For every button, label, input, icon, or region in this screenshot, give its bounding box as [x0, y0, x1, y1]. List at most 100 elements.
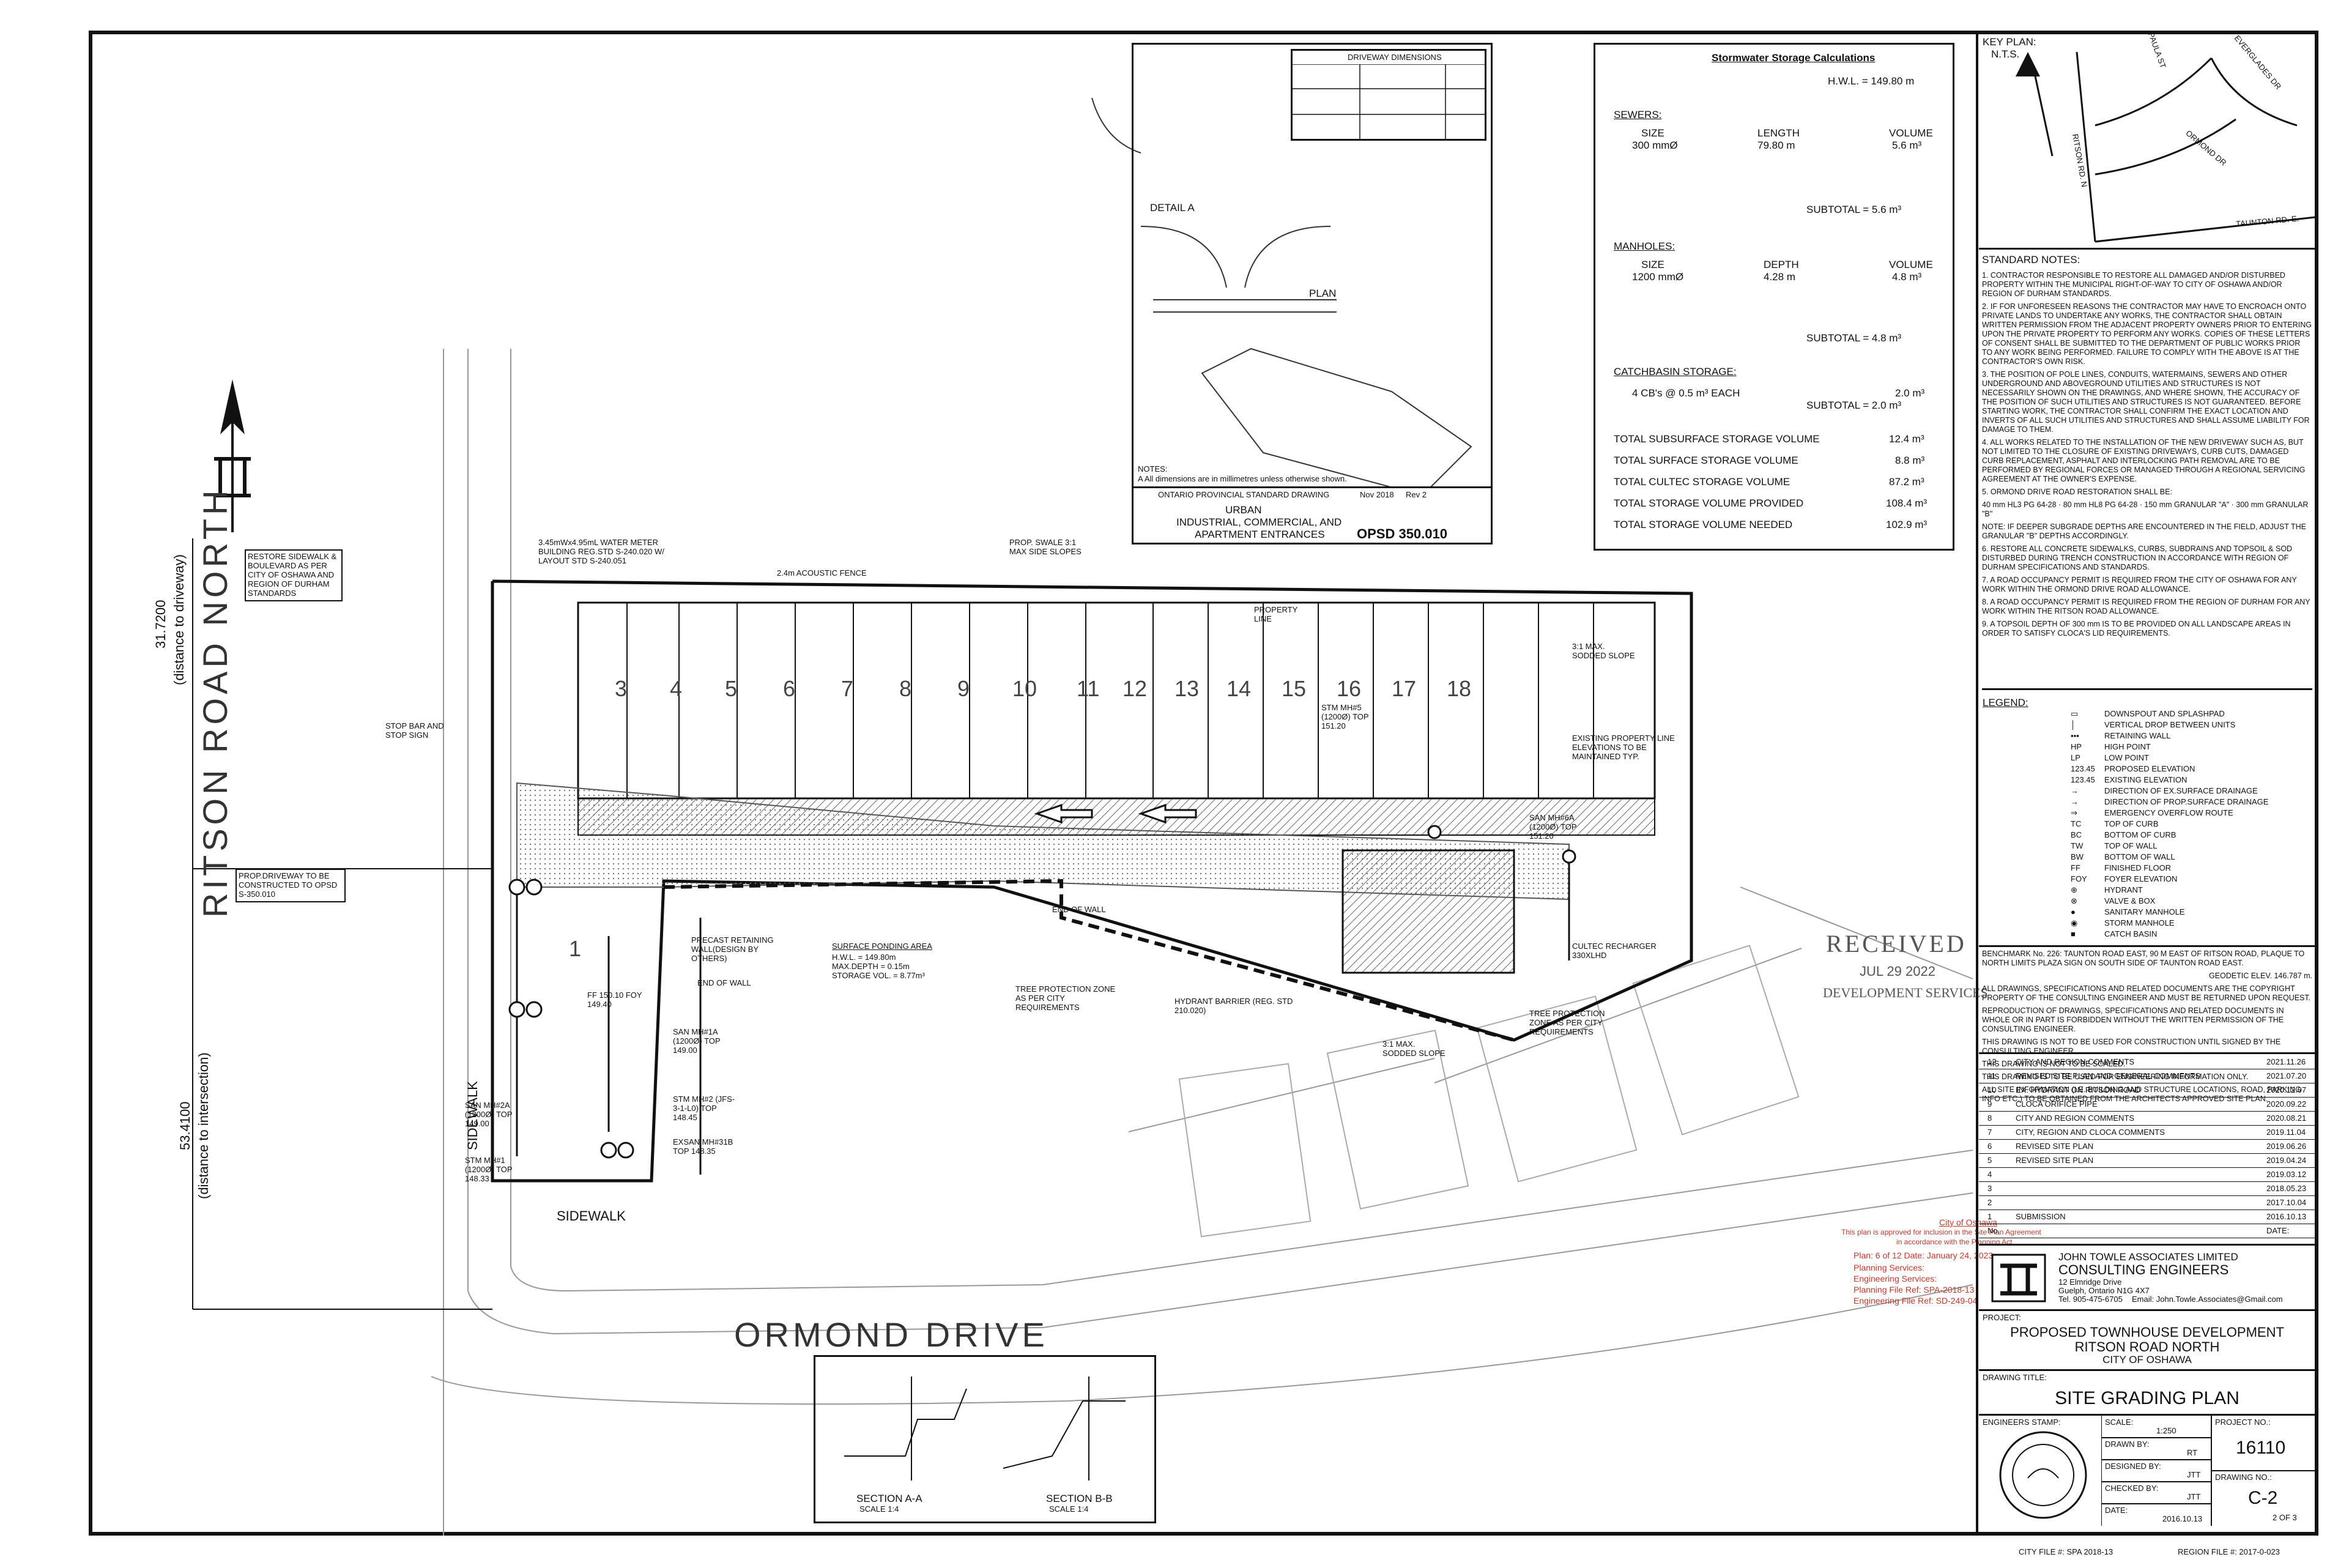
approval-city: City of Oshawa: [1939, 1217, 1997, 1227]
driveway-table-grid: [1293, 64, 1486, 140]
catchbasin-subtotal: SUBTOTAL = 2.0 m³: [1806, 399, 1902, 411]
legend-item: ■CATCH BASIN: [2071, 929, 2158, 938]
firm-block: JOHN TOWLE ASSOCIATES LIMITED CONSULTING…: [1979, 1245, 2315, 1311]
approval-line1: This plan is approved for inclusion in t…: [1841, 1228, 2041, 1236]
manholes-label: MANHOLES:: [1614, 240, 1675, 252]
north-arrow-icon: [214, 379, 251, 532]
end-of-wall-note: END OF WALL: [697, 978, 751, 987]
drawn-by-label: DRAWN BY:: [2105, 1440, 2150, 1449]
engineer-seal-icon: [1999, 1431, 2087, 1519]
sewers-volume: 5.6 m³: [1892, 139, 1922, 151]
approval-engineering-services: Engineering Services:: [1854, 1274, 1937, 1284]
drawing-title: SITE GRADING PLAN: [2055, 1388, 2240, 1408]
legend-item: →DIRECTION OF PROP.SURFACE DRAINAGE: [2071, 797, 2269, 806]
drawn-by-value: RT: [2187, 1448, 2198, 1457]
distance-driveway-note: (distance to driveway): [171, 554, 187, 685]
drawing-no-label: DRAWING NO.:: [2215, 1473, 2272, 1482]
ponding-area-detail: H.W.L. = 149.80m MAX.DEPTH = 0.15m STORA…: [832, 953, 925, 980]
total-label: TOTAL STORAGE VOLUME NEEDED: [1614, 519, 1793, 530]
catchbasin-value: 2.0 m³: [1895, 387, 1925, 399]
unit-number: 7: [841, 676, 854, 701]
stop-bar-note: STOP BAR AND STOP SIGN: [385, 721, 444, 740]
approval-planning-services: Planning Services:: [1854, 1263, 1924, 1273]
unit1-floor-elev: FF 150.10 FOY 149.40: [587, 990, 642, 1009]
distance-driveway-value: 31.7200: [153, 600, 168, 648]
total-value: 102.9 m³: [1886, 519, 1928, 530]
sewers-subtotal: SUBTOTAL = 5.6 m³: [1806, 204, 1902, 215]
standard-note: 3. THE POSITION OF POLE LINES, CONDUITS,…: [1982, 370, 2310, 434]
opsd-title-1: URBAN: [1225, 504, 1262, 516]
manholes-col-size: SIZE: [1641, 259, 1664, 270]
catchbasin-row: 4 CB's @ 0.5 m³ EACH: [1632, 387, 1740, 399]
opsd-title-3: APARTMENT ENTRANCES: [1195, 529, 1325, 540]
standard-note: 8. A ROAD OCCUPANCY PERMIT IS REQUIRED F…: [1982, 598, 2310, 615]
standard-note: 9. A TOPSOIL DEPTH OF 300 mm IS TO BE PR…: [1982, 620, 2291, 637]
standard-note: 4. ALL WORKS RELATED TO THE INSTALLATION…: [1982, 438, 2306, 483]
footer-region-file: REGION FILE #: 2017-0-023: [2178, 1547, 2280, 1556]
key-plan-title: KEY PLAN:: [1983, 36, 2036, 48]
legend-item: →DIRECTION OF EX.SURFACE DRAINAGE: [2071, 786, 2258, 795]
standard-note: 7. A ROAD OCCUPANCY PERMIT IS REQUIRED F…: [1982, 576, 2297, 593]
drawing-no-value: C-2: [2248, 1488, 2278, 1508]
unit-number: 15: [1282, 676, 1307, 701]
sewers-col-size: SIZE: [1641, 127, 1664, 139]
restore-sidewalk-note: RESTORE SIDEWALK & BOULEVARD AS PER CITY…: [245, 549, 343, 601]
unit-number: 13: [1174, 676, 1200, 701]
opsd-note-a: A All dimensions are in millimetres unle…: [1138, 474, 1347, 483]
approval-planning-file: Planning File Ref: SPA-2018-13: [1854, 1285, 1975, 1295]
exsan-mh-label: EXSAN MH#31B TOP 148.35: [673, 1137, 733, 1156]
sewers-col-volume: VOLUME: [1889, 127, 1933, 139]
total-label: TOTAL SURFACE STORAGE VOLUME: [1614, 455, 1798, 466]
firm-subtitle: CONSULTING ENGINEERS: [2058, 1262, 2229, 1277]
firm-phone: Tel. 905-475-6705: [2058, 1295, 2123, 1304]
project-no-label: PROJECT NO.:: [2215, 1418, 2271, 1427]
tree-zone-note-east: TREE PROTECTION ZONE AS PER CITY REQUIRE…: [1529, 1009, 1605, 1036]
manholes-col-volume: VOLUME: [1889, 259, 1933, 270]
general-note: ALL SITE INFORMATION (I.E. BUILDING AND …: [1982, 1085, 2301, 1103]
section-b-scale: SCALE 1:4: [1049, 1504, 1089, 1514]
stm-mh2-label: STM MH#2 (JFS-3-1-L0) TOP 148.45: [673, 1094, 735, 1122]
opsd-number: OPSD 350.010: [1357, 526, 1447, 541]
stormwater-calc-box: Stormwater Storage Calculations H.W.L. =…: [1594, 43, 1954, 551]
standard-note: 6. RESTORE ALL CONCRETE SIDEWALKS, CURBS…: [1982, 544, 2293, 571]
sodded-slope-note: 3:1 MAX. SODDED SLOPE: [1572, 642, 1635, 660]
legend: LEGEND: ▭DOWNSPOUT AND SPLASHPAD │VERTIC…: [1979, 694, 2315, 947]
legend-item: ⊕HYDRANT: [2071, 885, 2143, 894]
total-label: TOTAL STORAGE VOLUME PROVIDED: [1614, 497, 1804, 509]
section-a-scale: SCALE 1:4: [859, 1504, 899, 1514]
firm-address-1: 12 Elmridge Drive: [2058, 1277, 2122, 1287]
engineers-stamp-label: ENGINEERS STAMP:: [1983, 1418, 2061, 1427]
manholes-subtotal: SUBTOTAL = 4.8 m³: [1806, 332, 1902, 344]
firm-email: Email: John.Towle.Associates@Gmail.com: [2132, 1295, 2283, 1304]
footer-city-file: CITY FILE #: SPA 2018-13: [2019, 1547, 2113, 1556]
info-grid-lines: [2101, 1416, 2315, 1526]
sewers-length: 79.80 m: [1757, 139, 1795, 151]
received-stamp-date: JUL 29 2022: [1860, 964, 1935, 979]
checked-by-value: JTT: [2187, 1492, 2201, 1501]
opsd-title-2: INDUSTRIAL, COMMERCIAL, AND: [1176, 516, 1342, 528]
section-b-title: SECTION B-B: [1046, 1493, 1113, 1504]
standard-note: 2. IF FOR UNFORESEEN REASONS THE CONTRAC…: [1982, 302, 2312, 366]
stormwater-hwl: H.W.L. = 149.80 m: [1828, 75, 1915, 87]
opsd-rev: Rev 2: [1406, 490, 1427, 499]
firm-name: JOHN TOWLE ASSOCIATES LIMITED: [2058, 1251, 2238, 1263]
received-stamp-dept: DEVELOPMENT SERVICES: [1823, 985, 1988, 1000]
approval-plan: Plan: 6 of 12 Date: January 24, 2023: [1854, 1250, 1994, 1260]
scale-label: SCALE:: [2105, 1418, 2134, 1427]
drawing-title-block: DRAWING TITLE: SITE GRADING PLAN: [1979, 1371, 2315, 1416]
drawing-info-grid: ENGINEERS STAMP: SCALE: 1:250 DRAWN BY: …: [1979, 1416, 2315, 1526]
distance-intersection-value: 53.4100: [177, 1101, 193, 1150]
water-meter-note: 3.45mWx4.95mL WATER METER BUILDING REG.S…: [538, 538, 664, 565]
street-ormond-label: ORMOND DRIVE: [734, 1315, 1048, 1354]
catchbasin-label: CATCHBASIN STORAGE:: [1614, 366, 1737, 377]
opsd-standard-label: ONTARIO PROVINCIAL STANDARD DRAWING: [1158, 490, 1330, 499]
site-plan-drawing: [192, 97, 1973, 1536]
sheet-count: 2 OF 3: [2273, 1513, 2297, 1522]
